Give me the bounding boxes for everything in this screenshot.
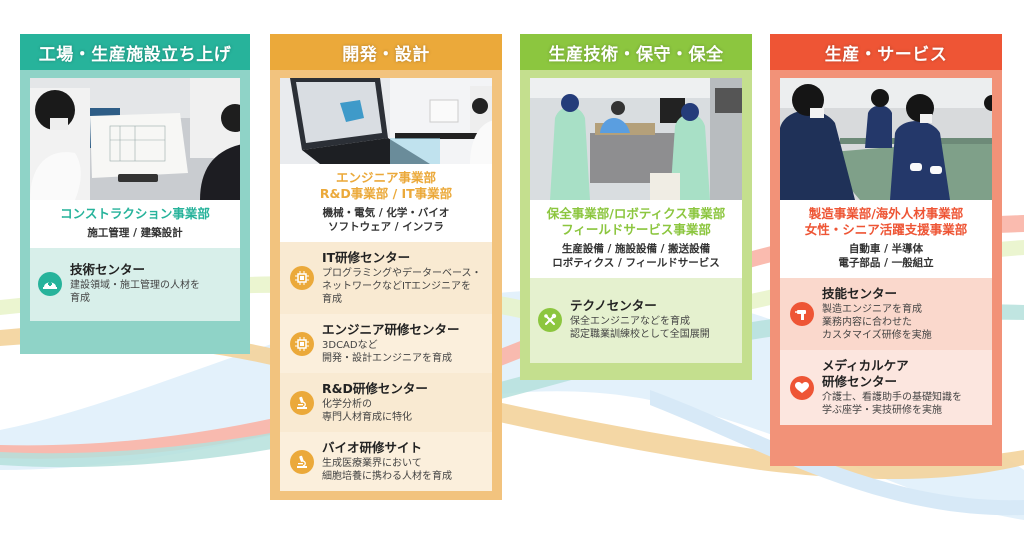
department-name: コンストラクション事業部 [60, 206, 210, 221]
center-description: 介護士、看護助手の基礎知識を 学ぶ座学・実技研修を実施 [822, 392, 962, 416]
column-title: 開発・設計 [270, 34, 502, 70]
center-description: プログラミングやデーターベース・ ネットワークなどITエンジニアを 育成 [322, 268, 482, 305]
training-centers: テクノセンター 保全エンジニアなどを育成 認定職業訓練校として全国展開 [530, 278, 742, 363]
cad-laptop-lab-photo [280, 78, 492, 164]
column-development-design: 開発・設計 エンジニア事業部 R&D事業部 / IT事業部 機械・ [270, 34, 502, 500]
department-name: 保全事業部/ロボティクス事業部 [546, 206, 726, 221]
center-name: バイオ研修サイト [322, 440, 423, 455]
department-name: 製造事業部/海外人材事業部 [808, 206, 964, 221]
center-engineer: エンジニア研修センター 3DCADなど 開発・設計エンジニアを育成 [280, 314, 492, 373]
heart-icon [790, 375, 814, 400]
center-name: テクノセンター [570, 298, 657, 313]
cleanroom-maintenance-photo [530, 78, 742, 200]
center-name: R&D研修センター [322, 381, 428, 396]
center-rd: R&D研修センター 化学分析の 専門人材育成に特化 [280, 373, 492, 432]
department-fields: 施工管理 / 建築設計 [87, 227, 183, 239]
tools-icon [538, 307, 562, 332]
microscope-icon [290, 449, 314, 474]
center-description: 保全エンジニアなどを育成 認定職業訓練校として全国展開 [570, 316, 710, 340]
column-production-service: 生産・サービス 製造事業部/海外人材事業部 [770, 34, 1002, 466]
drill-icon [790, 302, 814, 326]
microscope-icon [290, 390, 314, 415]
training-centers: 技能センター 製造エンジニアを育成 業務内容に合わせた カスタマイズ研修を実施 … [780, 278, 992, 425]
helmet-icon [38, 271, 62, 296]
assembly-workers-photo [780, 78, 992, 200]
center-medical-care: メディカルケア 研修センター 介護士、看護助手の基礎知識を 学ぶ座学・実技研修を… [780, 350, 992, 425]
center-techno: テクノセンター 保全エンジニアなどを育成 認定職業訓練校として全国展開 [530, 278, 742, 363]
department-fields: 自動車 / 半導体 電子部品 / 一般組立 [838, 243, 934, 269]
department-block: コンストラクション事業部 施工管理 / 建築設計 [30, 200, 240, 248]
column-title: 工場・生産施設立ち上げ [20, 34, 250, 70]
center-description: 製造エンジニアを育成 業務内容に合わせた カスタマイズ研修を実施 [822, 304, 932, 341]
column-title: 生産・サービス [770, 34, 1002, 70]
center-name: 技術センター [70, 262, 146, 277]
department-name: 女性・シニア活躍支援事業部 [804, 222, 968, 237]
center-bio: バイオ研修サイト 生成医療業界において 細胞培養に携わる人材を育成 [280, 432, 492, 491]
department-fields: 生産設備 / 施設設備 / 搬送設備 ロボティクス / フィールドサービス [552, 243, 720, 269]
department-block: 保全事業部/ロボティクス事業部 フィールドサービス事業部 生産設備 / 施設設備… [530, 200, 742, 278]
center-gijutsu: 技術センター 建設領域・施工管理の人材を 育成 [30, 248, 240, 321]
department-fields: 機械・電気 / 化学・バイオ ソフトウェア / インフラ [322, 207, 450, 233]
center-name: エンジニア研修センター [322, 322, 460, 337]
center-name: メディカルケア 研修センター [822, 358, 909, 389]
center-description: 化学分析の 専門人材育成に特化 [322, 399, 412, 423]
center-description: 生成医療業界において 細胞培養に携わる人材を育成 [322, 458, 452, 482]
training-centers: 技術センター 建設領域・施工管理の人材を 育成 [30, 248, 240, 321]
center-description: 建設領域・施工管理の人材を 育成 [70, 280, 200, 304]
training-centers: IT研修センター プログラミングやデーターベース・ ネットワークなどITエンジニ… [280, 242, 492, 491]
department-name: フィールドサービス事業部 [561, 222, 711, 237]
department-name: R&D事業部 / IT事業部 [319, 186, 453, 201]
department-block: 製造事業部/海外人材事業部 女性・シニア活躍支援事業部 自動車 / 半導体 電子… [780, 200, 992, 278]
center-it: IT研修センター プログラミングやデーターベース・ ネットワークなどITエンジニ… [280, 242, 492, 314]
column-title: 生産技術・保守・保全 [520, 34, 752, 70]
center-name: IT研修センター [322, 250, 411, 265]
center-ginou: 技能センター 製造エンジニアを育成 業務内容に合わせた カスタマイズ研修を実施 [780, 278, 992, 350]
column-factory-setup: 工場・生産施設立ち上げ コンストラクション事業部 [20, 34, 250, 354]
department-name: エンジニア事業部 [335, 170, 436, 185]
column-production-tech-maintenance: 生産技術・保守・保全 保全事業部/ロボティクス事業部 フィー [520, 34, 752, 380]
chip-icon [290, 331, 314, 356]
construction-drawing-photo [30, 78, 240, 200]
chip-icon [290, 266, 314, 290]
center-name: 技能センター [822, 286, 898, 301]
department-block: エンジニア事業部 R&D事業部 / IT事業部 機械・電気 / 化学・バイオ ソ… [280, 164, 492, 242]
center-description: 3DCADなど 開発・設計エンジニアを育成 [322, 340, 452, 364]
